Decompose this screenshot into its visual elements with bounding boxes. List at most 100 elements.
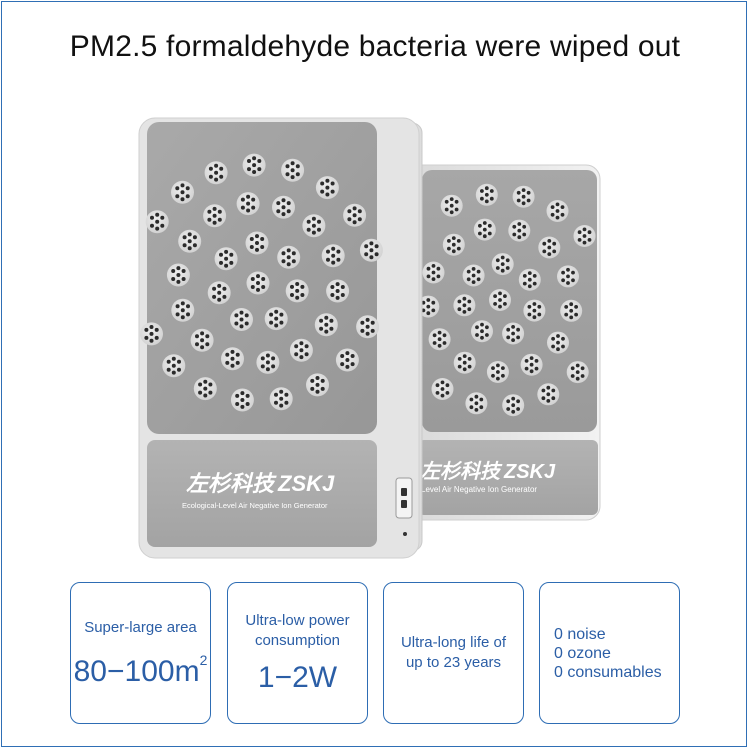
vent-dot	[447, 239, 451, 243]
feature-card-area: Super-large area 80−100m2	[70, 582, 211, 724]
vent-dot	[251, 197, 256, 202]
vent-dot	[426, 304, 431, 309]
vent-dot	[575, 363, 580, 368]
vent-dot	[315, 376, 320, 380]
vent-dot	[214, 177, 219, 182]
vent-dot	[478, 223, 482, 228]
vent-dot	[177, 367, 181, 372]
vent-dot	[144, 327, 149, 332]
vent-dot	[437, 330, 442, 335]
vent-dot	[290, 175, 295, 180]
vent-dot	[281, 251, 286, 256]
vent-dot	[571, 270, 575, 275]
vent-dot	[556, 340, 560, 345]
vent-dot	[326, 257, 330, 262]
vent-dot	[324, 329, 329, 334]
vent-dot	[552, 241, 557, 246]
front-tagline: Ecological-Level Air Negative Ion Genera…	[182, 501, 328, 510]
vent-dot	[279, 403, 284, 408]
vent-dot	[555, 215, 560, 220]
vent-dot	[529, 369, 534, 374]
vent-dot	[587, 230, 592, 235]
vent-dot	[347, 217, 352, 222]
vent-dot	[315, 389, 320, 394]
vent-dot	[471, 273, 476, 278]
vent-dot	[336, 257, 341, 262]
vent-dot	[335, 289, 340, 293]
vent-dot	[374, 244, 379, 249]
vent-dot	[269, 312, 274, 317]
vent-dot	[467, 299, 472, 304]
vent-dot	[482, 221, 487, 225]
vent-dot	[426, 311, 431, 316]
vent-dot	[330, 285, 335, 289]
vent-dot	[192, 235, 197, 240]
vent-dot	[182, 243, 187, 248]
vent-dot	[462, 360, 467, 365]
vent-dot	[187, 232, 192, 237]
vent-dot	[149, 325, 154, 329]
vent-dot	[506, 327, 511, 332]
vent-dot	[469, 397, 474, 402]
vent-dot	[335, 295, 340, 300]
vent-dot	[235, 393, 240, 398]
vent-dot	[255, 241, 259, 245]
vent-dot	[261, 277, 266, 281]
vent-dot	[246, 201, 251, 206]
vent-dot	[255, 247, 259, 252]
vent-dot	[240, 398, 245, 402]
vent-dot	[457, 299, 462, 304]
vent-dot	[498, 291, 502, 296]
vent-dot	[331, 246, 336, 251]
vent-dot	[365, 324, 370, 329]
vent-dot	[551, 336, 555, 341]
vent-dot	[537, 312, 542, 317]
vent-dot	[200, 331, 205, 336]
vent-dot	[212, 286, 217, 291]
vent-dot	[560, 205, 565, 210]
feature-card-life: Ultra-long life of up to 23 years	[383, 582, 524, 724]
vent-dot	[471, 280, 476, 284]
vent-dot	[306, 227, 311, 232]
feature-card-zero: 0 noise 0 ozone 0 consumables	[539, 582, 680, 724]
vent-dot	[286, 201, 291, 206]
vent-dot	[171, 269, 176, 273]
vent-dot	[198, 382, 203, 387]
vent-dot	[442, 333, 447, 338]
vent-dot	[484, 199, 489, 204]
vent-dot	[437, 337, 442, 342]
vent-dot	[556, 347, 560, 352]
vent-dot	[522, 232, 527, 237]
vent-dot	[352, 213, 357, 218]
vent-dot	[180, 197, 185, 202]
vent-dot	[480, 322, 484, 327]
vent-dot	[466, 269, 471, 274]
vent-dot	[276, 201, 281, 206]
vent-dot	[155, 226, 160, 231]
vent-dot	[532, 274, 537, 278]
vent-dot	[369, 248, 374, 253]
rear-tagline: Level Air Negative Ion Generator	[421, 485, 537, 494]
vent-dot	[575, 376, 580, 381]
vent-dot	[244, 321, 249, 326]
vent-dot	[217, 209, 222, 214]
vent-dot	[324, 322, 329, 327]
vent-dot	[561, 278, 565, 283]
vent-dot	[260, 245, 265, 249]
vent-dot	[469, 405, 474, 410]
vent-dot	[524, 359, 529, 363]
vent-dot	[311, 230, 316, 235]
vent-dot	[364, 244, 369, 249]
vent-dot	[493, 294, 497, 298]
vent-dot	[462, 303, 467, 308]
vent-dot	[260, 356, 265, 361]
vent-dot	[505, 266, 510, 270]
vent-dot	[360, 328, 365, 333]
vent-dot	[551, 388, 556, 393]
vent-dot	[205, 342, 210, 347]
vent-dot	[546, 385, 551, 390]
vent-dot	[478, 231, 482, 236]
vent-dot	[274, 309, 279, 314]
